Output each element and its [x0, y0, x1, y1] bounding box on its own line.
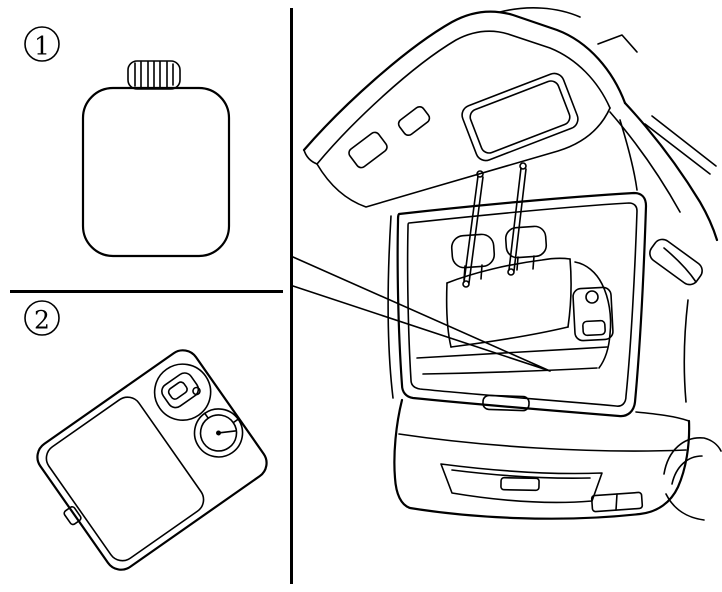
liftgate-window-trim-inner: [469, 80, 571, 154]
socket-cap-tab: [192, 386, 201, 396]
liftgate-tip-edge: [303, 149, 318, 165]
gas-struts: [462, 162, 527, 288]
callout-1-number: 1: [34, 32, 50, 61]
spoiler-edge: [499, 7, 581, 18]
headrest-right: [504, 225, 548, 259]
wheel-arch-inner: [671, 455, 703, 485]
strut-left-upper-mount: [476, 170, 484, 178]
liftgate-hinge: [597, 34, 638, 53]
callout-1-circle: [24, 26, 60, 62]
callout-2: 2: [24, 300, 60, 336]
strut-right-lower-mount: [507, 268, 515, 276]
bottle-socket: [153, 363, 212, 421]
roof-rail-lines: [644, 115, 717, 175]
bumper-recess: [440, 463, 603, 504]
kit-body: [36, 349, 268, 571]
liftgate-lamp-recess: [397, 105, 431, 137]
sill-handle: [482, 394, 530, 412]
cargo-opening: [387, 191, 648, 418]
callout-2-circle: [24, 300, 60, 336]
seatback-side-edges: [445, 258, 572, 348]
rear-seats: [445, 225, 572, 348]
callout-1: 1: [24, 26, 60, 62]
left-body-edge: [387, 215, 394, 399]
gas-strut-left: [463, 175, 484, 284]
body-side: [649, 238, 722, 521]
panel-dividers: [10, 8, 293, 584]
liftgate-open: [302, 7, 638, 208]
headrest-left: [450, 233, 496, 269]
bumper-outline: [393, 398, 691, 520]
callout-2-number: 2: [34, 306, 50, 335]
rear-bumper: [393, 398, 691, 520]
seatback-bottom-edge: [450, 326, 569, 348]
inflator-compressor-kit-icon: [36, 349, 268, 571]
liftgate-handle-recess: [348, 131, 388, 169]
bumper-step-pad: [500, 476, 540, 492]
body-side-crease: [683, 299, 689, 403]
pointer-lines: [292, 256, 551, 372]
pillar-inner-line: [609, 111, 681, 213]
strut-right-upper-mount: [519, 162, 527, 170]
bumper-recess-inner-line: [451, 469, 591, 479]
roof-and-pillar: [609, 101, 719, 242]
side-console: [572, 286, 614, 342]
suv-rear-liftgate-open-icon: [302, 7, 722, 521]
gauge-ticks: [203, 412, 239, 424]
liftgate-lower-edge: [316, 107, 611, 208]
bottle-body: [81, 86, 231, 258]
taillight: [649, 238, 703, 286]
opening-inner-seal: [406, 202, 638, 407]
side-trim-line: [574, 261, 612, 369]
liftgate-skin-edge: [316, 30, 611, 165]
strut-left-lower-mount: [462, 280, 470, 288]
roof-outer-line: [623, 101, 719, 242]
socket-cap-detail: [167, 381, 188, 400]
bumper-top-right-edge: [635, 411, 690, 422]
interior-side-panel: [572, 261, 614, 369]
bumper-reflector-divider: [615, 493, 618, 511]
gas-strut-right: [508, 167, 527, 272]
pillar-to-opening-line: [619, 119, 638, 191]
kit-latch: [63, 506, 82, 526]
storage-location-pointer: [292, 256, 551, 372]
gauge-needle: [217, 430, 237, 434]
console-pocket: [582, 319, 606, 337]
rocker-line: [665, 493, 705, 521]
cargo-floor-edge: [416, 346, 608, 359]
sealant-bottle-icon: [81, 60, 231, 258]
seatback-top-edge: [446, 257, 571, 284]
wheel-arch-outer: [663, 437, 722, 475]
kit-front-panel: [45, 396, 205, 562]
console-socket: [585, 290, 599, 304]
socket-cap: [161, 372, 200, 409]
cargo-floor-line: [422, 367, 598, 375]
gauge-pivot: [216, 430, 222, 436]
liftgate-outer-edge: [302, 10, 627, 152]
bottle-cap-ribs: [134, 60, 174, 89]
bumper-crease: [398, 433, 687, 452]
liftgate-window-trim: [461, 72, 579, 162]
taillight-inner-line: [663, 247, 697, 283]
cargo-floor: [416, 346, 608, 412]
